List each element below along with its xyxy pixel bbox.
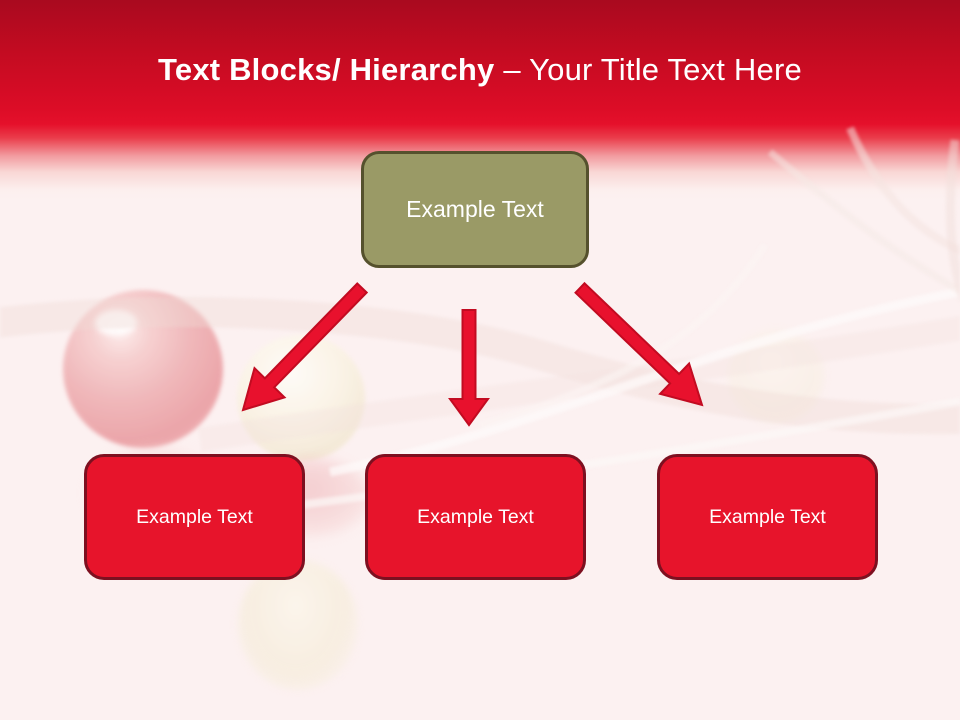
child-node-1-label: Example Text [136, 505, 253, 528]
slide-title-sub: – Your Title Text Here [503, 52, 802, 87]
root-node-label: Example Text [406, 196, 544, 222]
slide-title: Text Blocks/ Hierarchy– Your Title Text … [0, 52, 960, 88]
child-node-2-label: Example Text [417, 505, 534, 528]
child-node-3-label: Example Text [709, 505, 826, 528]
arrow-down-right-icon[interactable] [574, 281, 704, 407]
slide-title-main: Text Blocks/ Hierarchy [158, 52, 495, 87]
arrow-down-left-icon[interactable] [241, 282, 369, 412]
child-node-3[interactable]: Example Text [657, 454, 878, 580]
child-node-2[interactable]: Example Text [365, 454, 586, 580]
child-node-1[interactable]: Example Text [84, 454, 305, 580]
arrow-down-icon[interactable] [448, 309, 490, 427]
root-node[interactable]: Example Text [361, 151, 589, 268]
